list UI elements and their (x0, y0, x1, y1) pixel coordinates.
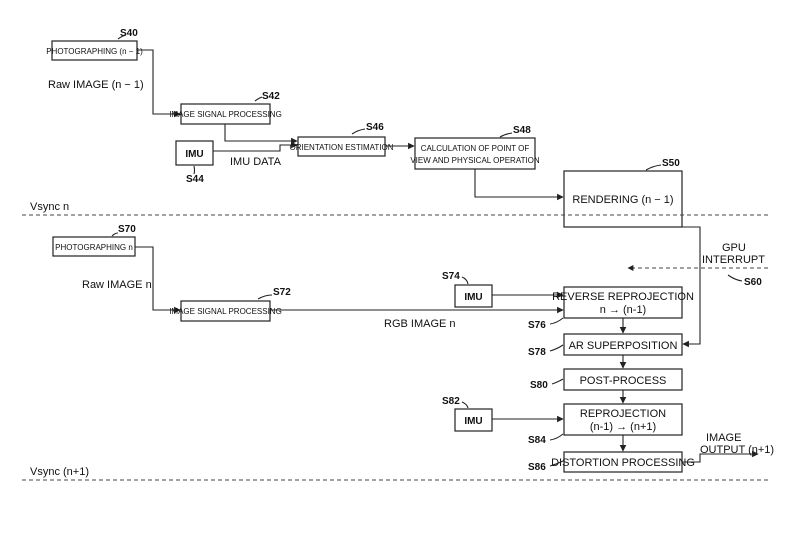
step-s50: S50 (662, 158, 680, 169)
step-s48: S48 (513, 125, 531, 136)
step-s70: S70 (118, 224, 136, 235)
leader-s74 (461, 276, 469, 285)
arrow-calc-to-rendering (474, 169, 564, 201)
step-s46: S46 (366, 122, 384, 133)
raw-image-n-label: Raw IMAGE n (82, 279, 152, 291)
leader-s70 (111, 232, 119, 237)
rgb-image-n-label: RGB IMAGE n (384, 318, 456, 330)
leader-s86 (549, 460, 564, 467)
imu3-label: IMU (464, 416, 482, 427)
image-output-label-1: IMAGE (706, 432, 741, 444)
reprojection-label-1: REPROJECTION (580, 408, 666, 420)
arrow-isp1-to-orientation (224, 124, 298, 145)
calculation-label-1: CALCULATION OF POINT OF (421, 144, 530, 153)
leader-s78 (549, 344, 564, 352)
orientation-label: ORIENTATION ESTIMATION (290, 143, 394, 152)
calculation-label-2: VIEW AND PHYSICAL OPERATION (410, 156, 540, 165)
photographing-n-label: PHOTOGRAPHING n (55, 243, 133, 252)
step-s40: S40 (120, 28, 138, 39)
reverse-reprojection-label-1: REVERSE REPROJECTION (552, 291, 694, 303)
step-s86: S86 (528, 462, 546, 473)
arrow-photo-to-isp1 (137, 49, 181, 118)
reprojection-box (563, 403, 683, 436)
reverse-reprojection-label-2: n → (n-1) (600, 304, 646, 316)
arrow-photo-n-to-isp2 (135, 246, 181, 314)
step-s78: S78 (528, 347, 546, 358)
leader-s82 (461, 401, 469, 409)
gpu-label: GPU (722, 242, 746, 254)
step-s60: S60 (744, 277, 762, 288)
leader-s48 (499, 132, 513, 138)
leader-s76 (549, 317, 564, 325)
leader-s84 (549, 433, 564, 441)
post-process-label: POST-PROCESS (580, 375, 667, 387)
reprojection-label-2: (n-1) → (n+1) (590, 421, 656, 433)
step-s80: S80 (530, 380, 548, 391)
rendering-label: RENDERING (n − 1) (572, 194, 673, 206)
vsync-n1-label: Vsync (n+1) (30, 466, 89, 478)
arrow-imu1-to-orientation (213, 141, 298, 152)
step-s76: S76 (528, 320, 546, 331)
leader-s42 (254, 96, 263, 102)
vsync-n-label: Vsync n (30, 201, 69, 213)
imu2-box (454, 284, 493, 308)
leader-s40 (117, 34, 127, 40)
imu3-box (454, 408, 493, 432)
interrupt-label: INTERRUPT (702, 254, 765, 266)
imu1-label: IMU (185, 149, 203, 160)
rendering-box (563, 170, 683, 228)
step-s84: S84 (528, 435, 546, 446)
isp2-label: IMAGE SIGNAL PROCESSING (169, 307, 282, 316)
imu1-box (175, 140, 214, 166)
leader-s72 (257, 294, 273, 300)
leader-s50 (645, 164, 662, 171)
imu2-label: IMU (464, 292, 482, 303)
step-s74: S74 (442, 271, 460, 282)
ar-superposition-label: AR SUPERPOSITION (569, 340, 678, 352)
raw-image-prev-label: Raw IMAGE (n − 1) (48, 79, 144, 91)
isp2-box (180, 300, 271, 322)
leader-s44 (193, 165, 196, 175)
isp1-label: IMAGE SIGNAL PROCESSING (169, 110, 282, 119)
step-s42: S42 (262, 91, 280, 102)
calculation-box (414, 137, 536, 170)
arrow-rendering-to-ar (682, 226, 701, 348)
step-s72: S72 (273, 287, 291, 298)
image-output-label-2: OUTPUT (n+1) (700, 444, 774, 456)
reverse-reprojection-box (563, 286, 683, 319)
arrow-image-output (682, 450, 759, 463)
imu-data-label: IMU DATA (230, 156, 282, 168)
step-s44: S44 (186, 174, 204, 185)
step-s82: S82 (442, 396, 460, 407)
distortion-processing-label: DISTORTION PROCESSING (551, 457, 695, 469)
leader-s80 (551, 378, 564, 385)
leader-s60 (727, 274, 743, 282)
leader-s46 (351, 128, 366, 135)
photographing-prev-label: PHOTOGRAPHING (n − 1) (46, 47, 143, 56)
